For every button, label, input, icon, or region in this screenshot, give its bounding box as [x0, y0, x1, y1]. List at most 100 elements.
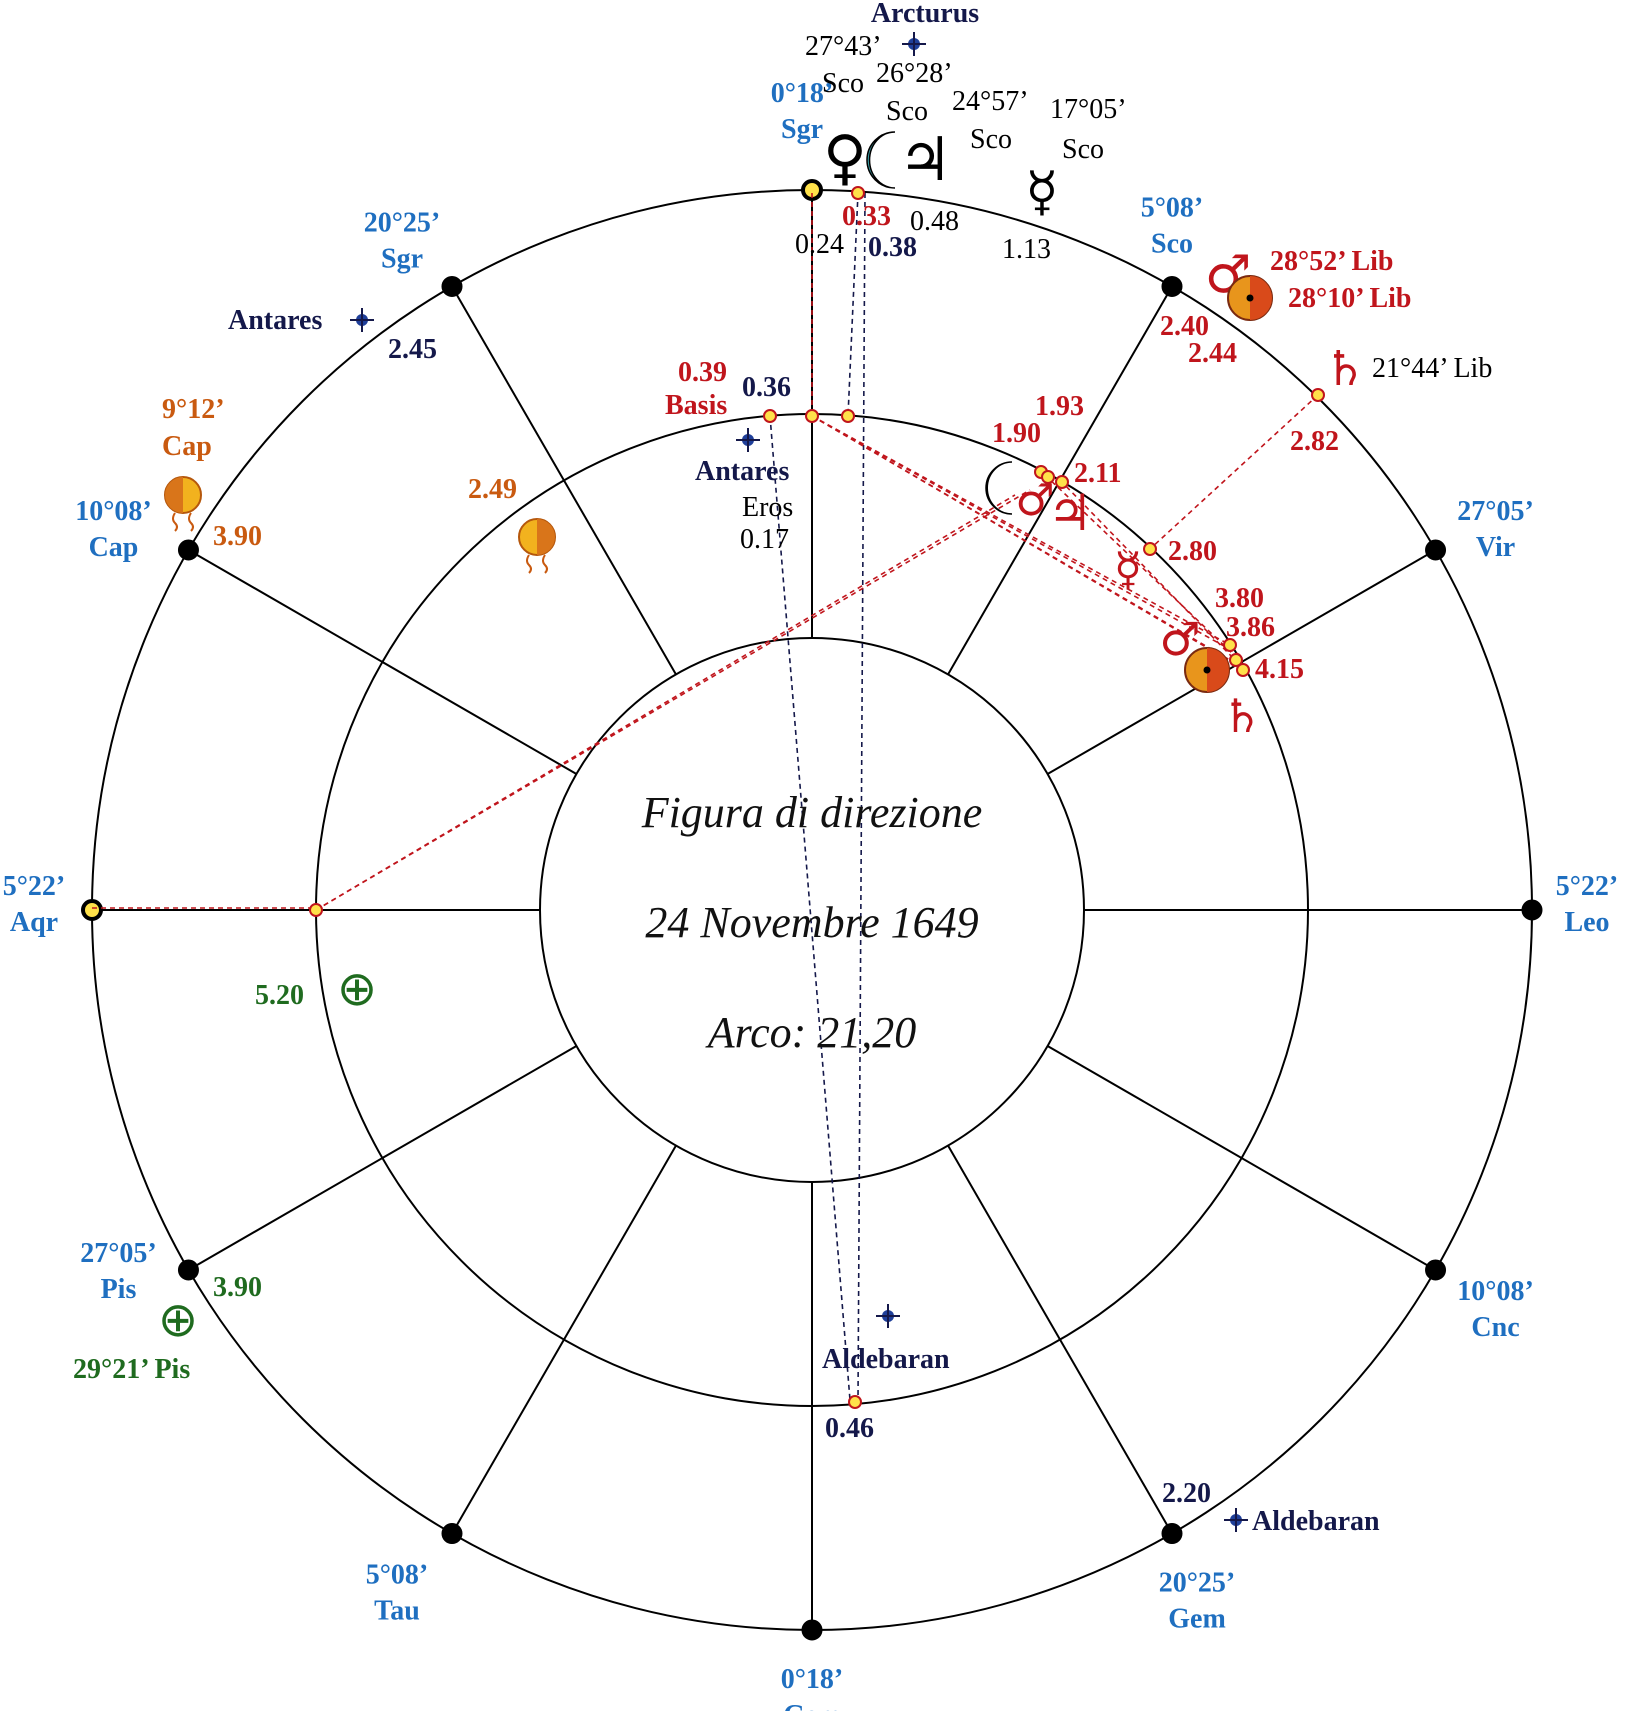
cusp-sign-label: Aqr [10, 907, 58, 938]
direction-line-moon-sun [1044, 474, 1233, 654]
sco-label-1: Sco [822, 68, 864, 99]
cusp-dot [801, 179, 823, 201]
center-title: Figura di direzione [641, 788, 983, 837]
cusp-degree-label: 20°25’ [1159, 1568, 1236, 1599]
value-2-82: 2.82 [1290, 426, 1339, 457]
point-moon-outer [851, 186, 865, 200]
value-2-80: 2.80 [1168, 536, 1217, 567]
cusp-sign-label: Leo [1564, 907, 1609, 938]
basis-label: Basis [665, 390, 727, 421]
mercury-icon-inner: ☿ [1114, 542, 1142, 596]
sco-label-4: Sco [1062, 134, 1104, 165]
node-position: 9°12’ [162, 394, 225, 425]
star-icon [1224, 1508, 1248, 1532]
point-jupiter-inner-c [1055, 475, 1069, 489]
center-arc: Arco: 21,20 [705, 1008, 917, 1057]
cusp-degree-label: 5°22’ [3, 871, 66, 902]
point-sun-inner [1229, 653, 1243, 667]
house-line [187, 1045, 577, 1271]
value-2-20: 2.20 [1162, 1478, 1211, 1509]
cusp-sign-label: Sco [1151, 228, 1193, 259]
point-saturn-outer [1311, 388, 1325, 402]
fortune-icon-outer: ⊕ [158, 1292, 198, 1348]
eros-label: Eros [742, 492, 793, 523]
aldebaran-inner-label: Aldebaran [822, 1344, 950, 1375]
value-1-90: 1.90 [992, 418, 1041, 449]
cusp-dot [177, 539, 199, 561]
value-2-40: 2.40 [1160, 311, 1209, 342]
value-1-13: 1.13 [1002, 234, 1051, 265]
mars-icon-inner: ♂ [1015, 475, 1054, 526]
cusp-degree-label: 10°08’ [75, 496, 152, 527]
direction-line-basis-saturn [811, 415, 1241, 656]
sun-icon [1184, 647, 1230, 693]
value-0-48: 0.48 [910, 206, 959, 237]
saturn-position: 21°44’ Lib [1372, 353, 1492, 384]
cusp-dot [1161, 275, 1183, 297]
cusp-dot [1425, 539, 1447, 561]
cusp-degree-label: 5°08’ [1141, 192, 1204, 223]
cusp-sign-label: Gem [783, 1700, 841, 1711]
house-line [187, 549, 577, 775]
south-node-icon [164, 476, 202, 532]
star-icon [902, 32, 926, 56]
cusp-dot [801, 1619, 823, 1641]
value-2-11: 2.11 [1074, 458, 1121, 489]
star-icon [350, 308, 374, 332]
point-mercury-inner [1143, 542, 1157, 556]
jupiter-icon: ♃ [898, 125, 952, 195]
moon-position: 26°28’ [876, 58, 953, 89]
fortune-icon-inner: ⊕ [337, 961, 377, 1017]
direction-line-moon [847, 192, 859, 417]
cusp-degree-label: 5°22’ [1556, 871, 1619, 902]
antares-inner-label: Antares [695, 456, 789, 487]
value-0-33: 0.33 [842, 201, 891, 232]
cusp-dot [1425, 1259, 1447, 1281]
venus-icon: ♀ [823, 123, 867, 193]
cusp-degree-label: 27°05’ [80, 1238, 157, 1269]
center-date: 24 Novembre 1649 [645, 898, 978, 947]
arcturus-label: Arcturus [871, 0, 979, 29]
direction-line-eros [769, 415, 851, 1401]
value-3-86: 3.86 [1226, 612, 1275, 643]
cusp-sign-label: Vir [1476, 532, 1515, 563]
value-0-24: 0.24 [795, 229, 844, 260]
value-0-38: 0.38 [868, 232, 917, 263]
cusp-sign-label: Gem [1168, 1604, 1226, 1635]
cusp-degree-label: 20°25’ [364, 207, 441, 238]
direction-line-saturn-outer [1149, 394, 1319, 550]
cusp-degree-label: 27°05’ [1457, 496, 1534, 527]
cusp-sign-label: Cap [89, 532, 139, 563]
cusp-sign-label: Tau [374, 1596, 420, 1627]
point-basis [805, 409, 819, 423]
cusp-dot [81, 899, 103, 921]
sco-label-2: Sco [886, 96, 928, 127]
point-mars-inner [1223, 638, 1237, 652]
cusp-dot [1521, 899, 1543, 921]
cusp-dot [177, 1259, 199, 1281]
value-3-90-lower: 3.90 [213, 1272, 262, 1303]
value-0-17: 0.17 [740, 524, 789, 555]
mars-position: 28°52’ Lib [1270, 246, 1393, 277]
point-aldebaran-inner [848, 1395, 862, 1409]
mercury-position: 17°05’ [1050, 94, 1127, 125]
house-line [451, 285, 677, 675]
point-jupiter-inner-b [1041, 470, 1055, 484]
cusp-sign-label: Sgr [381, 243, 423, 274]
point-moon-inner [841, 409, 855, 423]
direction-line-jupiter [857, 192, 866, 1401]
cusp-dots [81, 179, 1543, 1641]
jupiter-icon-inner: ♃ [1048, 484, 1093, 542]
cusp-degree-label: 10°08’ [1457, 1276, 1534, 1307]
value-0-39: 0.39 [678, 357, 727, 388]
value-5-20: 5.20 [255, 980, 304, 1011]
value-3-90-upper: 3.90 [213, 521, 262, 552]
cusp-degree-label: 5°08’ [366, 1560, 429, 1591]
antares-outer-label: Antares [228, 305, 322, 336]
direction-lines [92, 192, 1319, 1401]
node-sign: Cap [162, 431, 212, 462]
direction-line-basis-mars [811, 415, 1231, 646]
cusp-sign-label: Cnc [1471, 1312, 1519, 1343]
value-4-15: 4.15 [1255, 654, 1304, 685]
mercury-icon: ☿ [1025, 160, 1058, 223]
